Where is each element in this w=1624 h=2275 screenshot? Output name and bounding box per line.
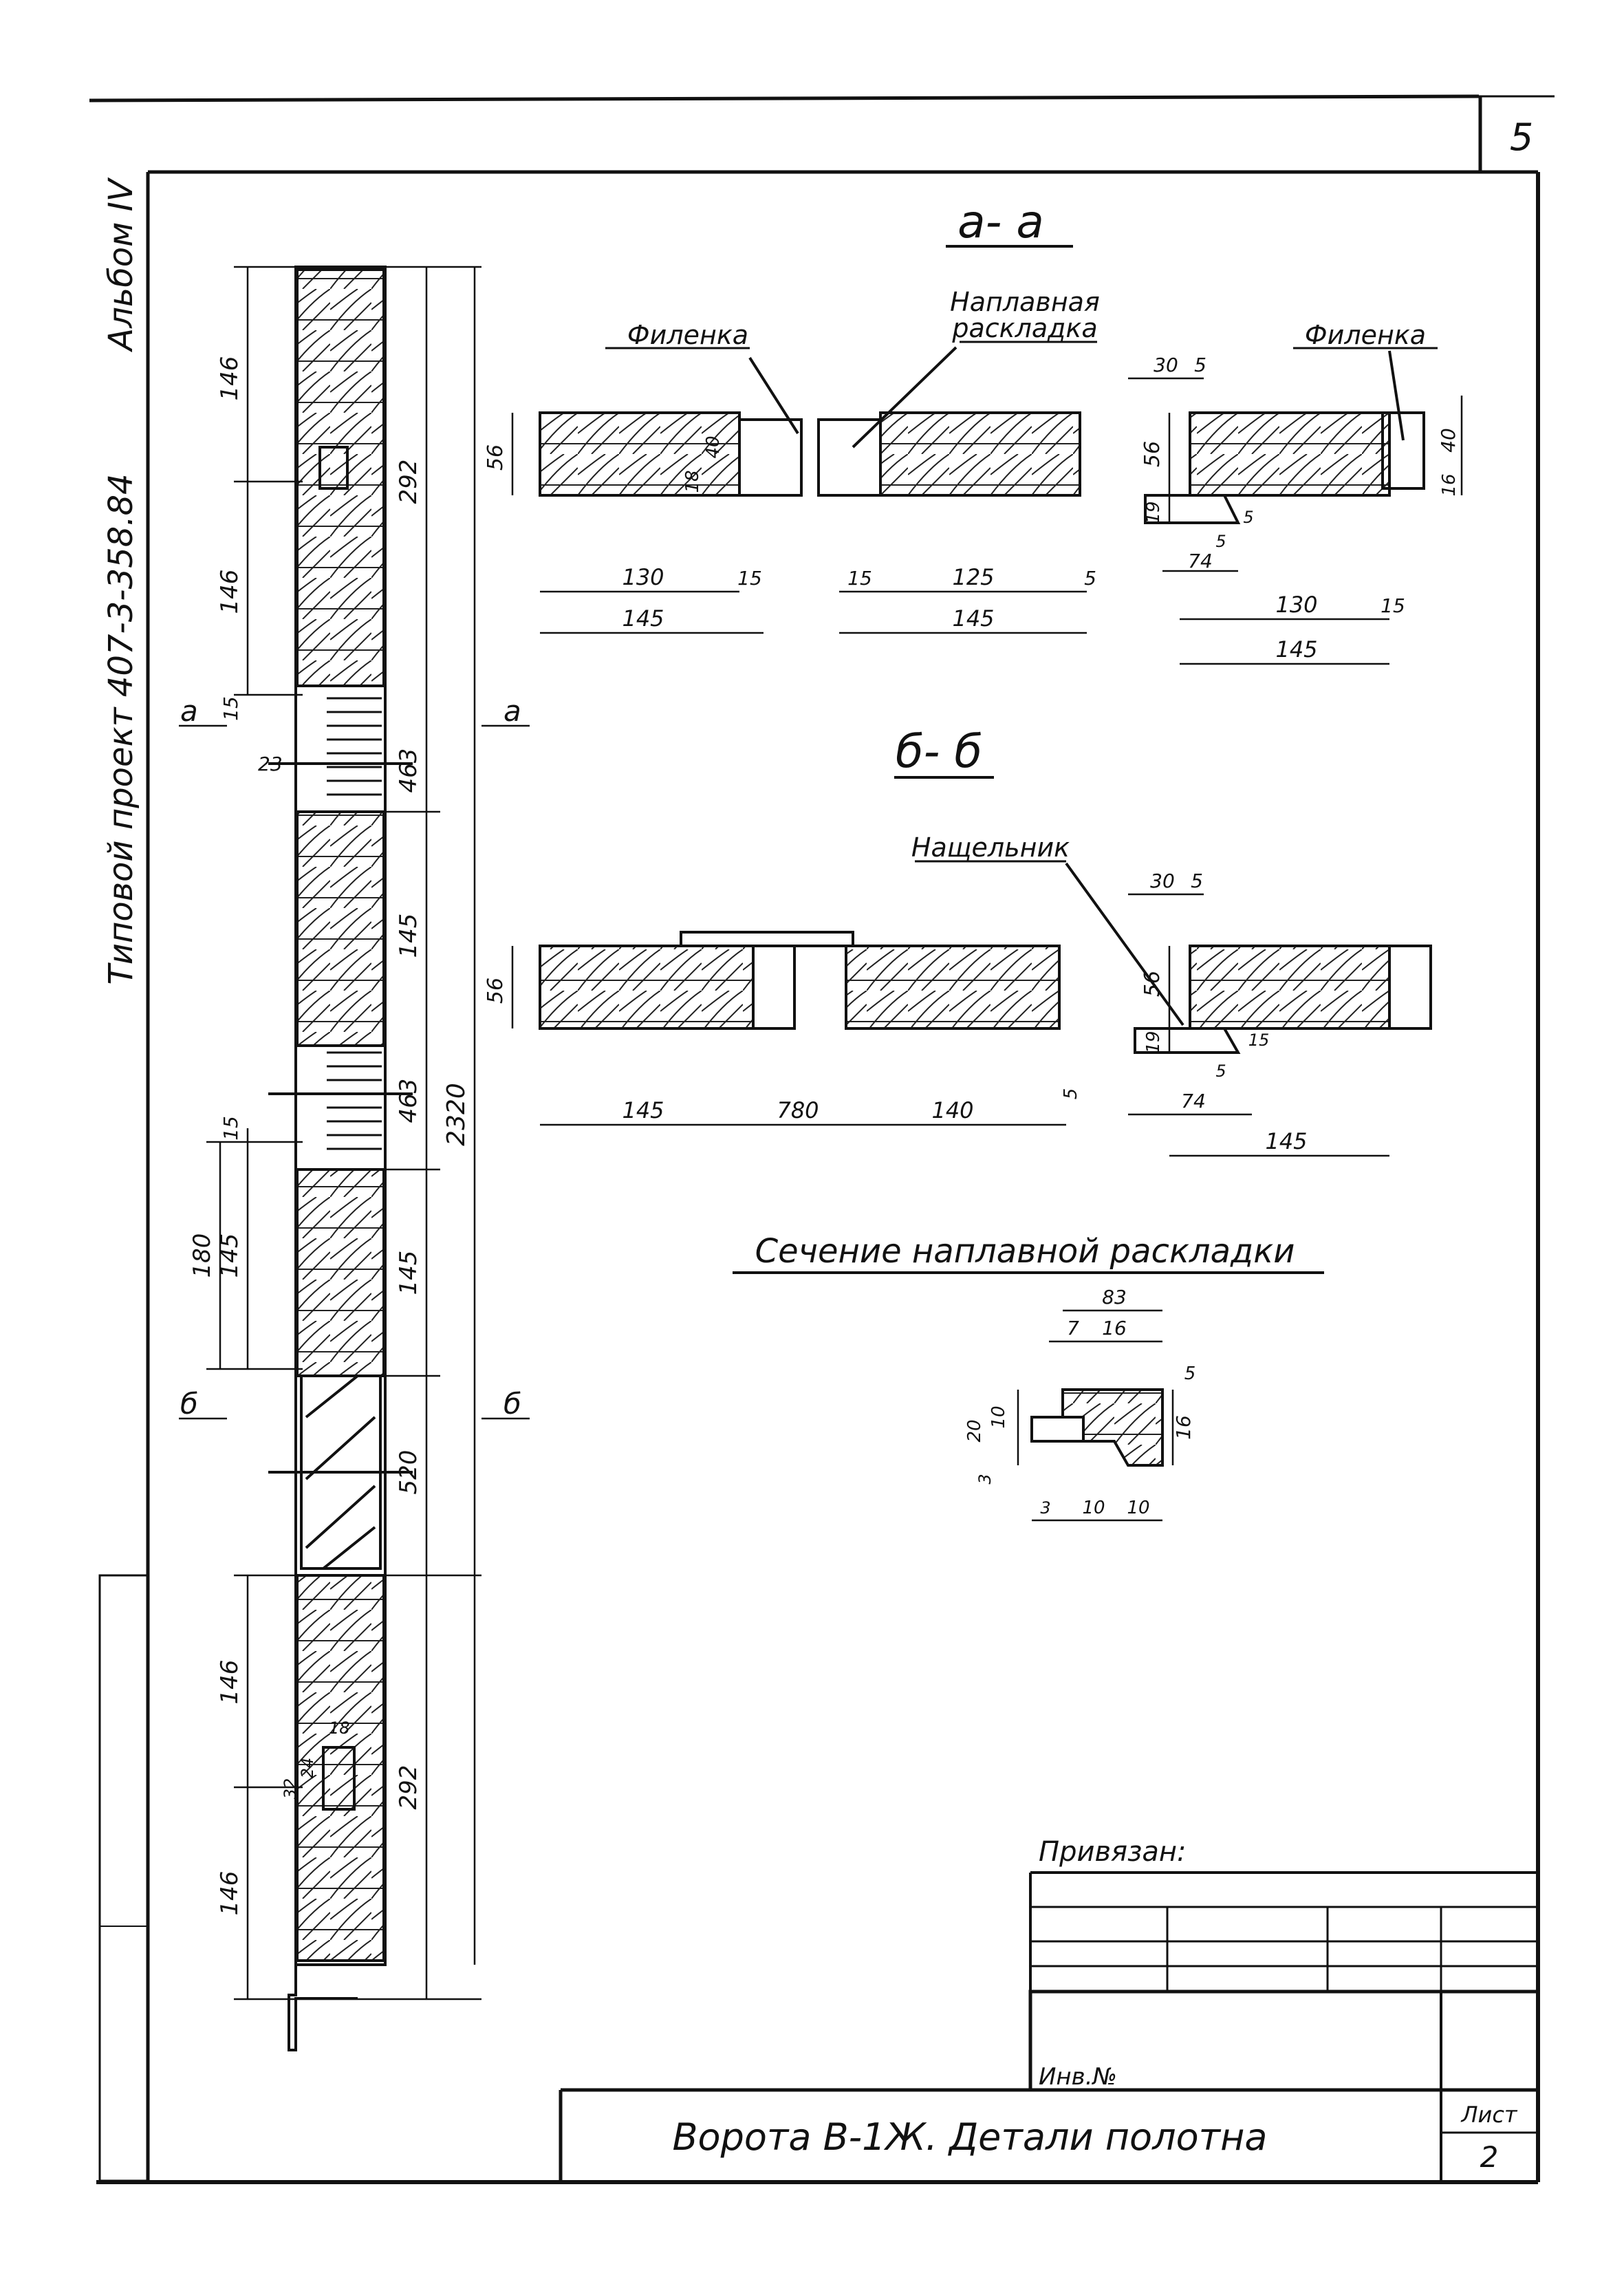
- aa-d15b: 15: [847, 567, 872, 590]
- label-naplavnaya-1: Наплавная: [950, 287, 1100, 317]
- rasklad-drawing: [1030, 1388, 1164, 1467]
- rasklad-title: Сечение наплавной раскладки: [755, 1232, 1295, 1271]
- section-aa-dims: [511, 377, 1463, 665]
- label-filenka-left: Филенка: [627, 320, 748, 350]
- bb-r5: 5: [1191, 870, 1203, 892]
- dim-15-b: 15: [219, 1116, 242, 1141]
- aa-d145a: 145: [622, 605, 664, 632]
- dim-146-second: 146: [216, 570, 243, 614]
- dim-292-bottom: 292: [395, 1765, 422, 1810]
- aa-d15a: 15: [737, 567, 762, 590]
- left-dimension-lines: [179, 266, 530, 2001]
- section-aa-title: а- а: [957, 195, 1044, 248]
- dim-463-b: 463: [395, 1079, 422, 1123]
- aa-r15: 15: [1381, 594, 1405, 617]
- bb-d140: 140: [931, 1097, 973, 1123]
- bb-d780: 780: [777, 1097, 819, 1123]
- dim-18: 18: [329, 1718, 350, 1738]
- aa-r30: 30: [1154, 354, 1178, 376]
- aa-r56: 56: [1140, 441, 1165, 467]
- aa-r40: 40: [1437, 428, 1460, 453]
- dim-32: 32: [281, 1778, 300, 1800]
- bb-h56: 56: [484, 978, 508, 1004]
- bb-d5: 5: [1061, 1088, 1081, 1100]
- aa-d130: 130: [622, 564, 664, 590]
- dim-292-top: 292: [395, 460, 422, 504]
- aa-r5c: 5: [1215, 532, 1226, 551]
- aa-r145: 145: [1275, 636, 1317, 662]
- inv-label: Инв.№: [1039, 2063, 1117, 2091]
- marker-b-right: б: [504, 1387, 521, 1421]
- album-label: Альбом IV: [102, 177, 140, 352]
- sheet-frame: [89, 94, 1555, 2184]
- dim-146-third: 146: [216, 1660, 243, 1705]
- rasklad-d16b: 16: [1172, 1415, 1195, 1440]
- page-number: 5: [1510, 116, 1533, 159]
- dim-145-b: 145: [216, 1233, 243, 1278]
- marker-a-right: а: [504, 694, 521, 728]
- rasklad-d20: 20: [964, 1419, 985, 1442]
- bb-r74: 74: [1181, 1090, 1206, 1112]
- dim-180: 180: [188, 1233, 216, 1278]
- aa-d40: 40: [703, 435, 724, 458]
- aa-d5a: 5: [1084, 567, 1096, 590]
- aa-r5: 5: [1194, 354, 1206, 376]
- bb-r56: 56: [1140, 971, 1165, 997]
- title-block: [559, 1871, 1540, 2182]
- rasklad-d10b: 10: [1082, 1498, 1105, 1518]
- bb-r19: 19: [1143, 1031, 1164, 1053]
- rasklad-d83: 83: [1102, 1286, 1127, 1308]
- rasklad-d5: 5: [1184, 1363, 1196, 1384]
- rasklad-d3a: 3: [975, 1474, 995, 1484]
- dim-463-a: 463: [395, 748, 422, 793]
- aa-r19: 19: [1143, 501, 1164, 524]
- dim-520: 520: [395, 1450, 422, 1495]
- project-label: Типовой проект 407-3-358.84: [102, 473, 140, 984]
- rasklad-d16a: 16: [1102, 1317, 1127, 1339]
- aa-d18: 18: [682, 470, 703, 493]
- section-bb-dims: [511, 893, 1389, 1157]
- section-bb-drawing: [539, 862, 1432, 1054]
- leaf-vertical-section: [268, 266, 413, 2051]
- dim-145-c: 145: [395, 1251, 422, 1295]
- list-number: 2: [1480, 2140, 1499, 2174]
- bb-d145: 145: [622, 1097, 664, 1123]
- marker-b-left: б: [180, 1387, 198, 1421]
- aa-r16: 16: [1439, 473, 1460, 496]
- rasklad-d7: 7: [1067, 1317, 1079, 1339]
- drawing-title: Ворота В-1Ж. Детали полотна: [673, 2115, 1268, 2159]
- aa-d125: 125: [952, 564, 994, 590]
- privyazan-label: Привязан:: [1039, 1836, 1187, 1868]
- list-label: Лист: [1460, 2102, 1517, 2128]
- bb-r145: 145: [1265, 1128, 1307, 1154]
- label-nashchelnik: Нащельник: [911, 832, 1070, 863]
- aa-r74: 74: [1188, 550, 1213, 572]
- dim-145-a: 145: [395, 914, 422, 958]
- bb-r15: 15: [1248, 1031, 1270, 1050]
- rasklad-dims: [1017, 1309, 1174, 1522]
- rasklad-d10a: 10: [988, 1405, 1009, 1428]
- aa-d145b: 145: [952, 605, 994, 632]
- section-bb-title: б- б: [896, 725, 982, 778]
- rasklad-d10c: 10: [1127, 1498, 1149, 1518]
- label-naplavnaya-2: раскладка: [951, 313, 1097, 343]
- dim-2320: 2320: [442, 1083, 470, 1146]
- dim-23: 23: [258, 753, 283, 775]
- dim-146-fourth: 146: [216, 1871, 243, 1916]
- aa-r130: 130: [1275, 592, 1317, 618]
- bb-r30: 30: [1150, 870, 1175, 892]
- dim-24: 24: [298, 1758, 317, 1779]
- aa-r5b: 5: [1243, 508, 1253, 527]
- marker-a-left: а: [180, 694, 198, 728]
- bb-r5b: 5: [1215, 1061, 1226, 1081]
- section-aa-drawing: [539, 346, 1425, 524]
- dim-146-top: 146: [216, 356, 243, 401]
- label-filenka-right: Филенка: [1305, 320, 1426, 350]
- aa-h56: 56: [484, 444, 508, 471]
- rasklad-d3b: 3: [1040, 1498, 1050, 1518]
- dim-15-a: 15: [219, 696, 242, 721]
